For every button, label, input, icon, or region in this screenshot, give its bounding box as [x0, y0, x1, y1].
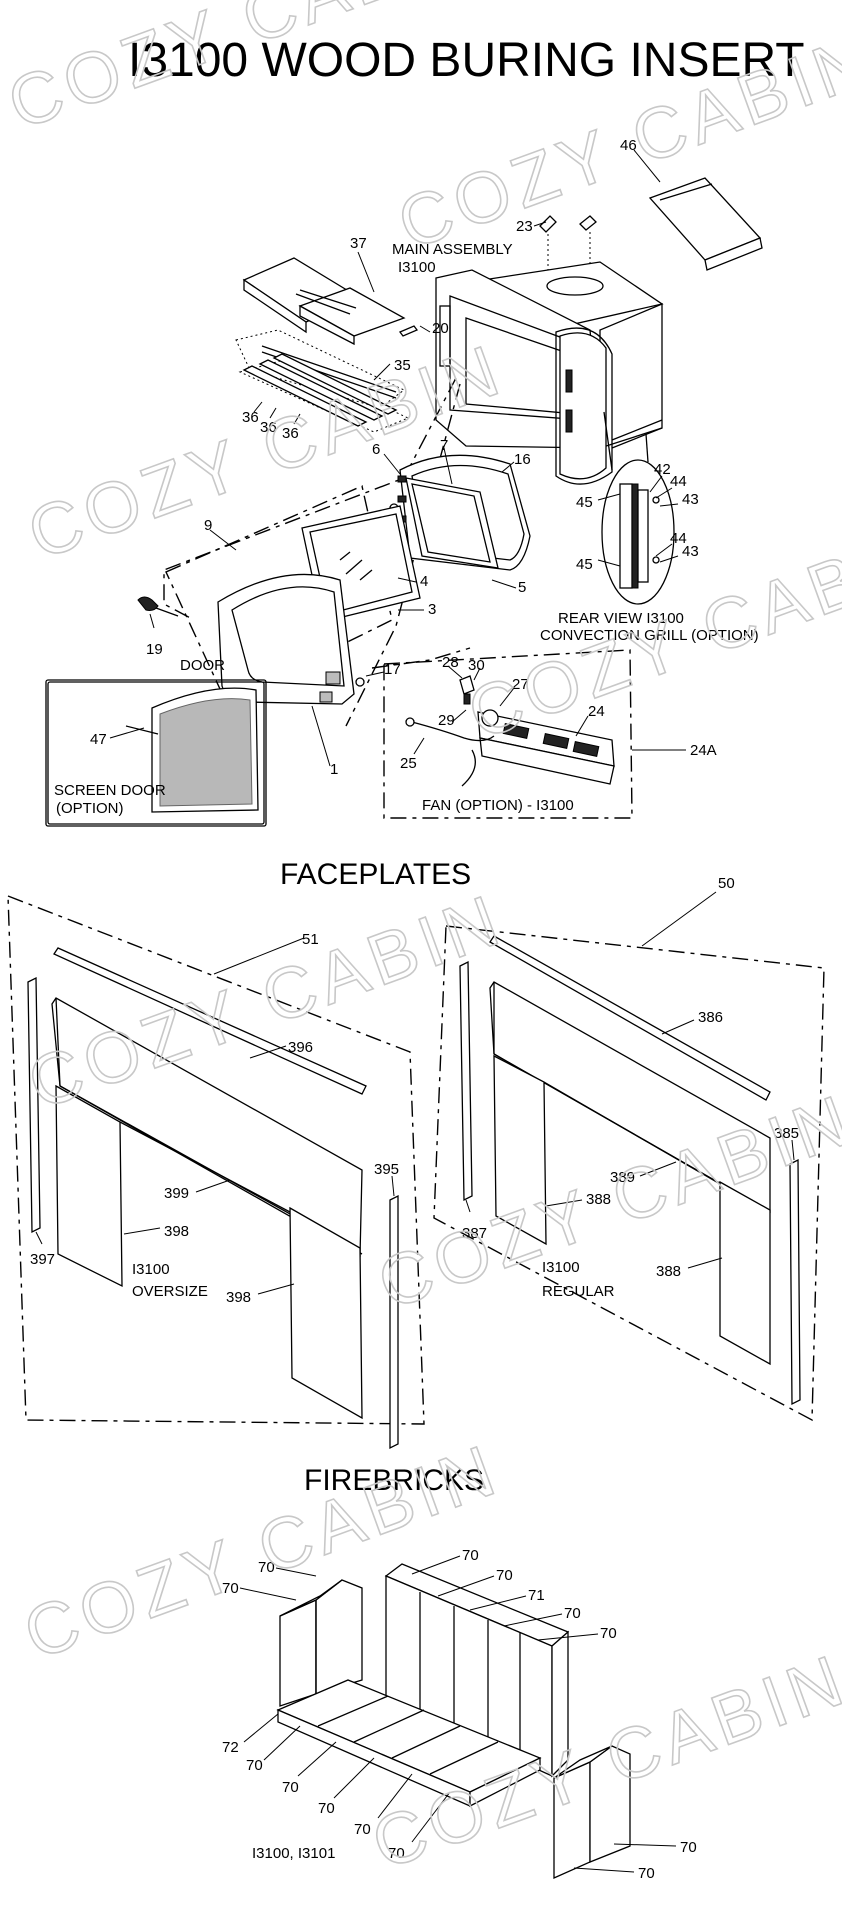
firebrick-models-label: I3100, I3101: [252, 1845, 335, 1862]
callout-24: 24: [588, 703, 605, 720]
regular-model: I3100: [542, 1259, 580, 1276]
callout-70j: 70: [354, 1821, 371, 1838]
callout-398a: 398: [164, 1223, 189, 1240]
callout-37: 37: [350, 235, 367, 252]
callout-25: 25: [400, 755, 417, 772]
part-24-blower: [477, 709, 615, 785]
part-35-36-tubes: [242, 345, 398, 427]
insert-body: [435, 261, 664, 485]
callout-70d: 70: [496, 1567, 513, 1584]
callout-399: 399: [164, 1185, 189, 1202]
callout-45b: 45: [576, 556, 593, 573]
regular-label: REGULAR: [542, 1283, 615, 1300]
callout-28: 28: [442, 654, 459, 671]
callout-70c: 70: [462, 1547, 479, 1564]
callout-388a: 388: [586, 1191, 611, 1208]
section-faceplates: FACEPLATES: [280, 858, 471, 891]
callout-395: 395: [374, 1161, 399, 1178]
callout-70a: 70: [258, 1559, 275, 1576]
callout-70k: 70: [388, 1845, 405, 1862]
callout-396: 396: [288, 1039, 313, 1056]
callout-17: 17: [384, 661, 401, 678]
rear-view-label: REAR VIEW I3100: [558, 610, 684, 627]
callout-6: 6: [372, 441, 380, 458]
screen-door-label: SCREEN DOOR: [54, 782, 166, 799]
callout-36b: 36: [260, 419, 277, 436]
callout-71: 71: [528, 1587, 545, 1604]
page-title: I3100 WOOD BURING INSERT: [128, 34, 805, 87]
callout-30: 30: [468, 657, 485, 674]
callout-46: 46: [620, 137, 637, 154]
callout-20: 20: [432, 320, 449, 337]
callout-51: 51: [302, 931, 319, 948]
callout-70g: 70: [246, 1757, 263, 1774]
callout-3: 3: [428, 601, 436, 618]
callout-70b: 70: [222, 1580, 239, 1597]
callout-44b: 44: [670, 530, 687, 547]
callout-35: 35: [394, 357, 411, 374]
fan-option-box: 28 30 27 29 24 24A 25 FAN (OPTION) - I31…: [383, 649, 717, 819]
door-label: DOOR: [180, 657, 225, 674]
callout-72: 72: [222, 1739, 239, 1756]
part-1-door: [217, 573, 355, 705]
section-firebricks: FIREBRICKS: [304, 1464, 484, 1497]
callout-388b: 388: [656, 1263, 681, 1280]
callout-385: 385: [774, 1125, 799, 1142]
callout-70h: 70: [282, 1779, 299, 1796]
callout-1: 1: [330, 761, 338, 778]
callout-70l: 70: [680, 1839, 697, 1856]
callout-70f: 70: [600, 1625, 617, 1642]
oversize-model: I3100: [132, 1261, 170, 1278]
fan-label: FAN (OPTION) - I3100: [422, 797, 574, 814]
callout-70m: 70: [638, 1865, 655, 1882]
callout-70e: 70: [564, 1605, 581, 1622]
callout-44a: 44: [670, 473, 687, 490]
callout-23: 23: [516, 218, 533, 235]
callout-43a: 43: [682, 491, 699, 508]
rear-view-convection-grill: 42 44 43 45 45 44 43 REAR VIEW I3100 CON…: [540, 411, 759, 644]
callout-43b: 43: [682, 543, 699, 560]
callout-27: 27: [512, 676, 529, 693]
oversize-label: OVERSIZE: [132, 1283, 208, 1300]
callout-9: 9: [204, 517, 212, 534]
convection-grill-label: CONVECTION GRILL (OPTION): [540, 627, 759, 644]
callout-47: 47: [90, 731, 107, 748]
callout-7: 7: [440, 437, 448, 454]
callout-398b: 398: [226, 1289, 251, 1306]
callout-50: 50: [718, 875, 735, 892]
callout-389: 389: [610, 1169, 635, 1186]
main-assembly-model: I3100: [398, 259, 436, 276]
faceplate-oversize: [7, 894, 425, 1450]
callout-4: 4: [420, 573, 428, 590]
main-assembly-group: 46 23 MAIN ASSEMBLY I3100: [137, 137, 763, 778]
part-46-bracket: [648, 177, 763, 271]
callout-386: 386: [698, 1009, 723, 1026]
screen-door-box: 47 SCREEN DOOR (OPTION): [45, 679, 267, 827]
main-assembly-label: MAIN ASSEMBLY: [392, 241, 513, 258]
callout-70i: 70: [318, 1800, 335, 1817]
callout-387: 387: [462, 1225, 487, 1242]
callout-42: 42: [654, 461, 671, 478]
callout-36a: 36: [242, 409, 259, 426]
callout-19: 19: [146, 641, 163, 658]
callout-5: 5: [518, 579, 526, 596]
part-19-handle: [137, 596, 179, 617]
callout-36c: 36: [282, 425, 299, 442]
callout-16: 16: [514, 451, 531, 468]
callout-45a: 45: [576, 494, 593, 511]
callout-397: 397: [30, 1251, 55, 1268]
screen-door-option: (OPTION): [56, 800, 124, 817]
callout-24a: 24A: [690, 742, 717, 759]
faceplate-regular: [433, 925, 825, 1422]
firebricks-group: [276, 1563, 631, 1880]
callout-29: 29: [438, 712, 455, 729]
part-37-baffle: [242, 257, 406, 346]
